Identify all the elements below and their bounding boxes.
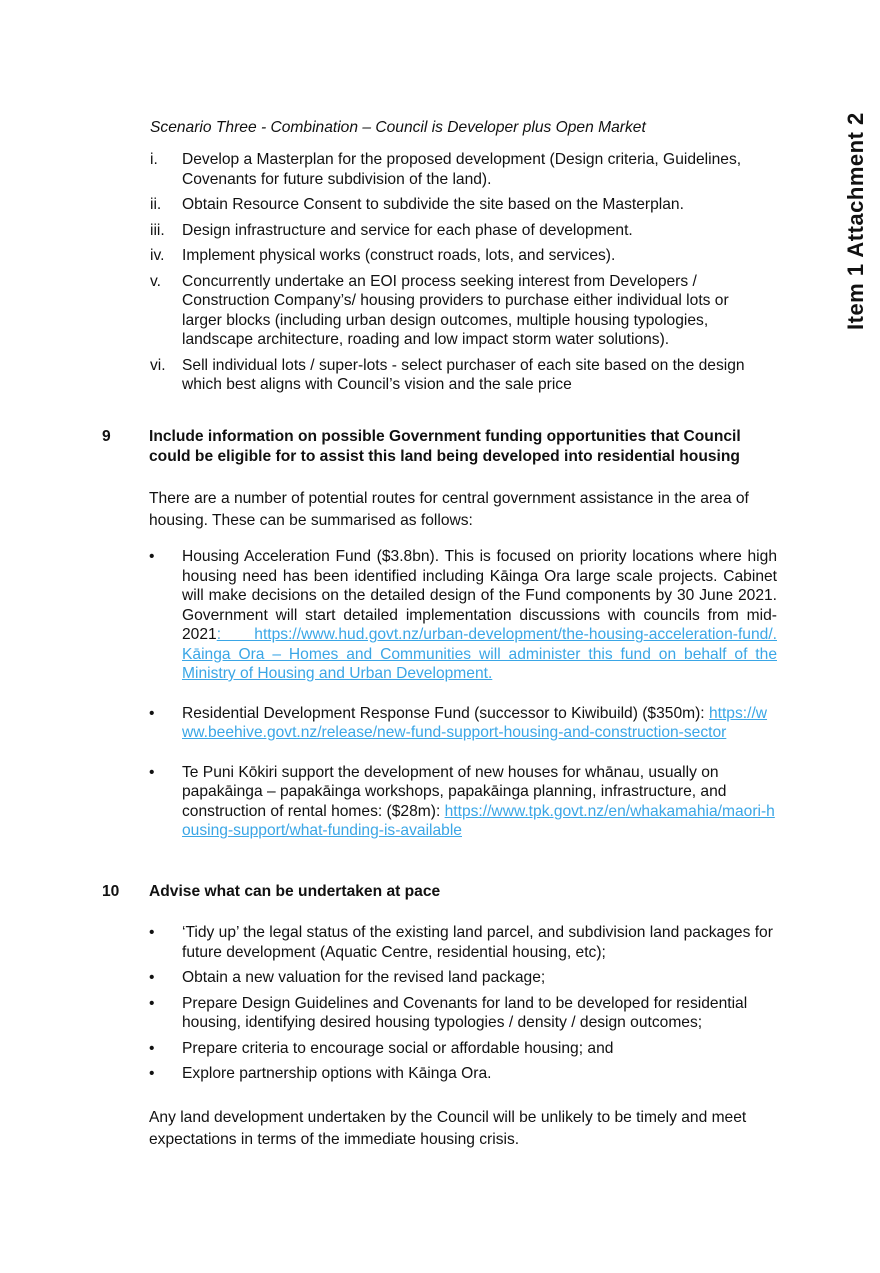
bullet-icon: •	[149, 1065, 155, 1082]
item-text: Concurrently undertake an EOI process se…	[182, 272, 729, 349]
item-text: Design infrastructure and service for ea…	[182, 221, 633, 239]
tpk-link[interactable]: https://www.tpk.govt.nz/en/whakamahia/ma…	[182, 802, 775, 840]
item-text: Develop a Masterplan for the proposed de…	[182, 151, 742, 188]
bullet-icon: •	[149, 924, 155, 941]
item-number: iv.	[150, 247, 165, 264]
section-9-intro: There are a number of potential routes f…	[149, 490, 749, 529]
list-item: iii. Design infrastructure and service fo…	[150, 221, 770, 241]
funding-list: • Housing Acceleration Fund ($3.8bn). Thi…	[149, 547, 777, 841]
list-item: • Explore partnership options with Kāinga…	[149, 1064, 777, 1084]
item-text: Explore partnership options with Kāinga …	[182, 1065, 492, 1082]
item-text: ‘Tidy up’ the legal status of the existi…	[182, 924, 773, 961]
item-number: vi.	[150, 356, 166, 374]
list-item: • Obtain a new valuation for the revised …	[149, 968, 777, 988]
actions-list: • ‘Tidy up’ the legal status of the exist…	[149, 923, 777, 1084]
scenario-steps: i. Develop a Masterplan for the proposed …	[150, 150, 770, 401]
bullet-icon: •	[149, 763, 155, 781]
section-9-heading: 9 Include information on possible Govern…	[102, 427, 782, 466]
scenario-title: Scenario Three - Combination – Council i…	[150, 119, 646, 136]
list-item: i. Develop a Masterplan for the proposed …	[150, 150, 770, 189]
item-text: Obtain Resource Consent to subdivide the…	[182, 196, 684, 213]
list-item: v. Concurrently undertake an EOI process …	[150, 272, 770, 350]
item-number: ii.	[150, 196, 162, 213]
list-item: • Residential Development Response Fund (…	[149, 704, 777, 743]
bullet-icon: •	[149, 548, 155, 565]
section-title: Include information on possible Governme…	[149, 428, 741, 465]
item-text: Prepare Design Guidelines and Covenants …	[182, 994, 748, 1032]
item-text: Prepare criteria to encourage social or …	[182, 1039, 614, 1057]
section-10-heading: 10 Advise what can be undertaken at pace	[102, 882, 782, 902]
attachment-label: Item 1 Attachment 2	[843, 112, 868, 330]
beehive-link[interactable]: https://www.beehive.govt.nz/release/new-…	[182, 704, 768, 742]
section-title: Advise what can be undertaken at pace	[149, 883, 441, 900]
list-item: • Housing Acceleration Fund ($3.8bn). Thi…	[149, 547, 777, 684]
item-text: Te Puni Kōkiri support the development o…	[182, 763, 727, 820]
item-text: Obtain a new valuation for the revised l…	[182, 969, 546, 986]
closing-paragraph: Any land development undertaken by the C…	[149, 1109, 747, 1148]
item-number: iii.	[150, 221, 165, 239]
list-item: • Prepare Design Guidelines and Covenants…	[149, 994, 777, 1033]
bullet-icon: •	[149, 704, 155, 722]
item-text: Residential Development Response Fund (s…	[182, 704, 709, 722]
bullet-icon: •	[149, 1039, 155, 1057]
list-item: • ‘Tidy up’ the legal status of the exist…	[149, 923, 777, 962]
item-text: Housing Acceleration Fund ($3.8bn). This…	[182, 548, 777, 643]
list-item: ii. Obtain Resource Consent to subdivide …	[150, 195, 770, 215]
item-number: v.	[150, 272, 161, 290]
item-text: Sell individual lots / super-lots - sele…	[182, 356, 745, 394]
list-item: • Prepare criteria to encourage social or…	[149, 1039, 777, 1059]
list-item: • Te Puni Kōkiri support the development …	[149, 763, 777, 841]
list-item: iv. Implement physical works (construct r…	[150, 246, 770, 266]
item-number: i.	[150, 151, 158, 168]
hud-link[interactable]: : https://www.hud.govt.nz/urban-developm…	[182, 626, 777, 682]
bullet-icon: •	[149, 994, 155, 1012]
item-text: Implement physical works (construct road…	[182, 247, 616, 264]
bullet-icon: •	[149, 969, 155, 986]
section-number: 10	[102, 883, 120, 900]
section-number: 9	[102, 428, 111, 445]
list-item: vi. Sell individual lots / super-lots - s…	[150, 356, 770, 395]
